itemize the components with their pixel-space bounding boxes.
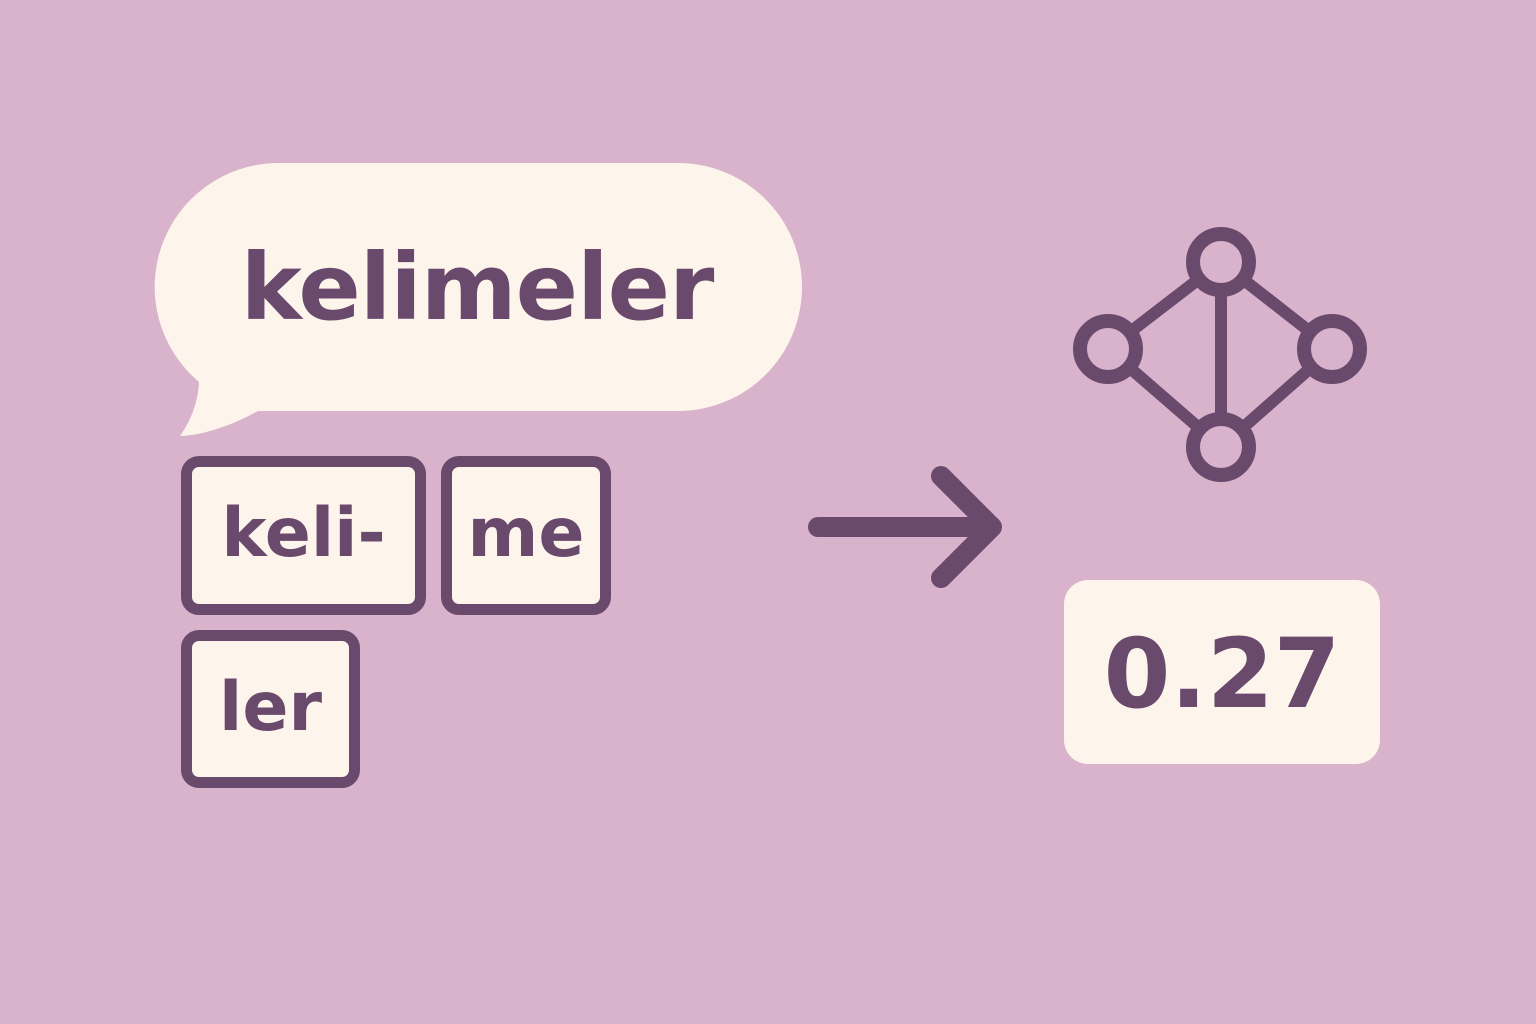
graph-node-top [1186, 227, 1256, 297]
graph-node-bottom [1186, 412, 1256, 482]
token-me: me [441, 456, 611, 615]
graph-node-right [1297, 314, 1367, 384]
token-ler: ler [181, 630, 360, 788]
input-word: kelimeler [240, 233, 715, 341]
token-keli: keli- [181, 456, 426, 615]
graph-node-left [1073, 314, 1143, 384]
score-value: 0.27 [1064, 580, 1380, 764]
